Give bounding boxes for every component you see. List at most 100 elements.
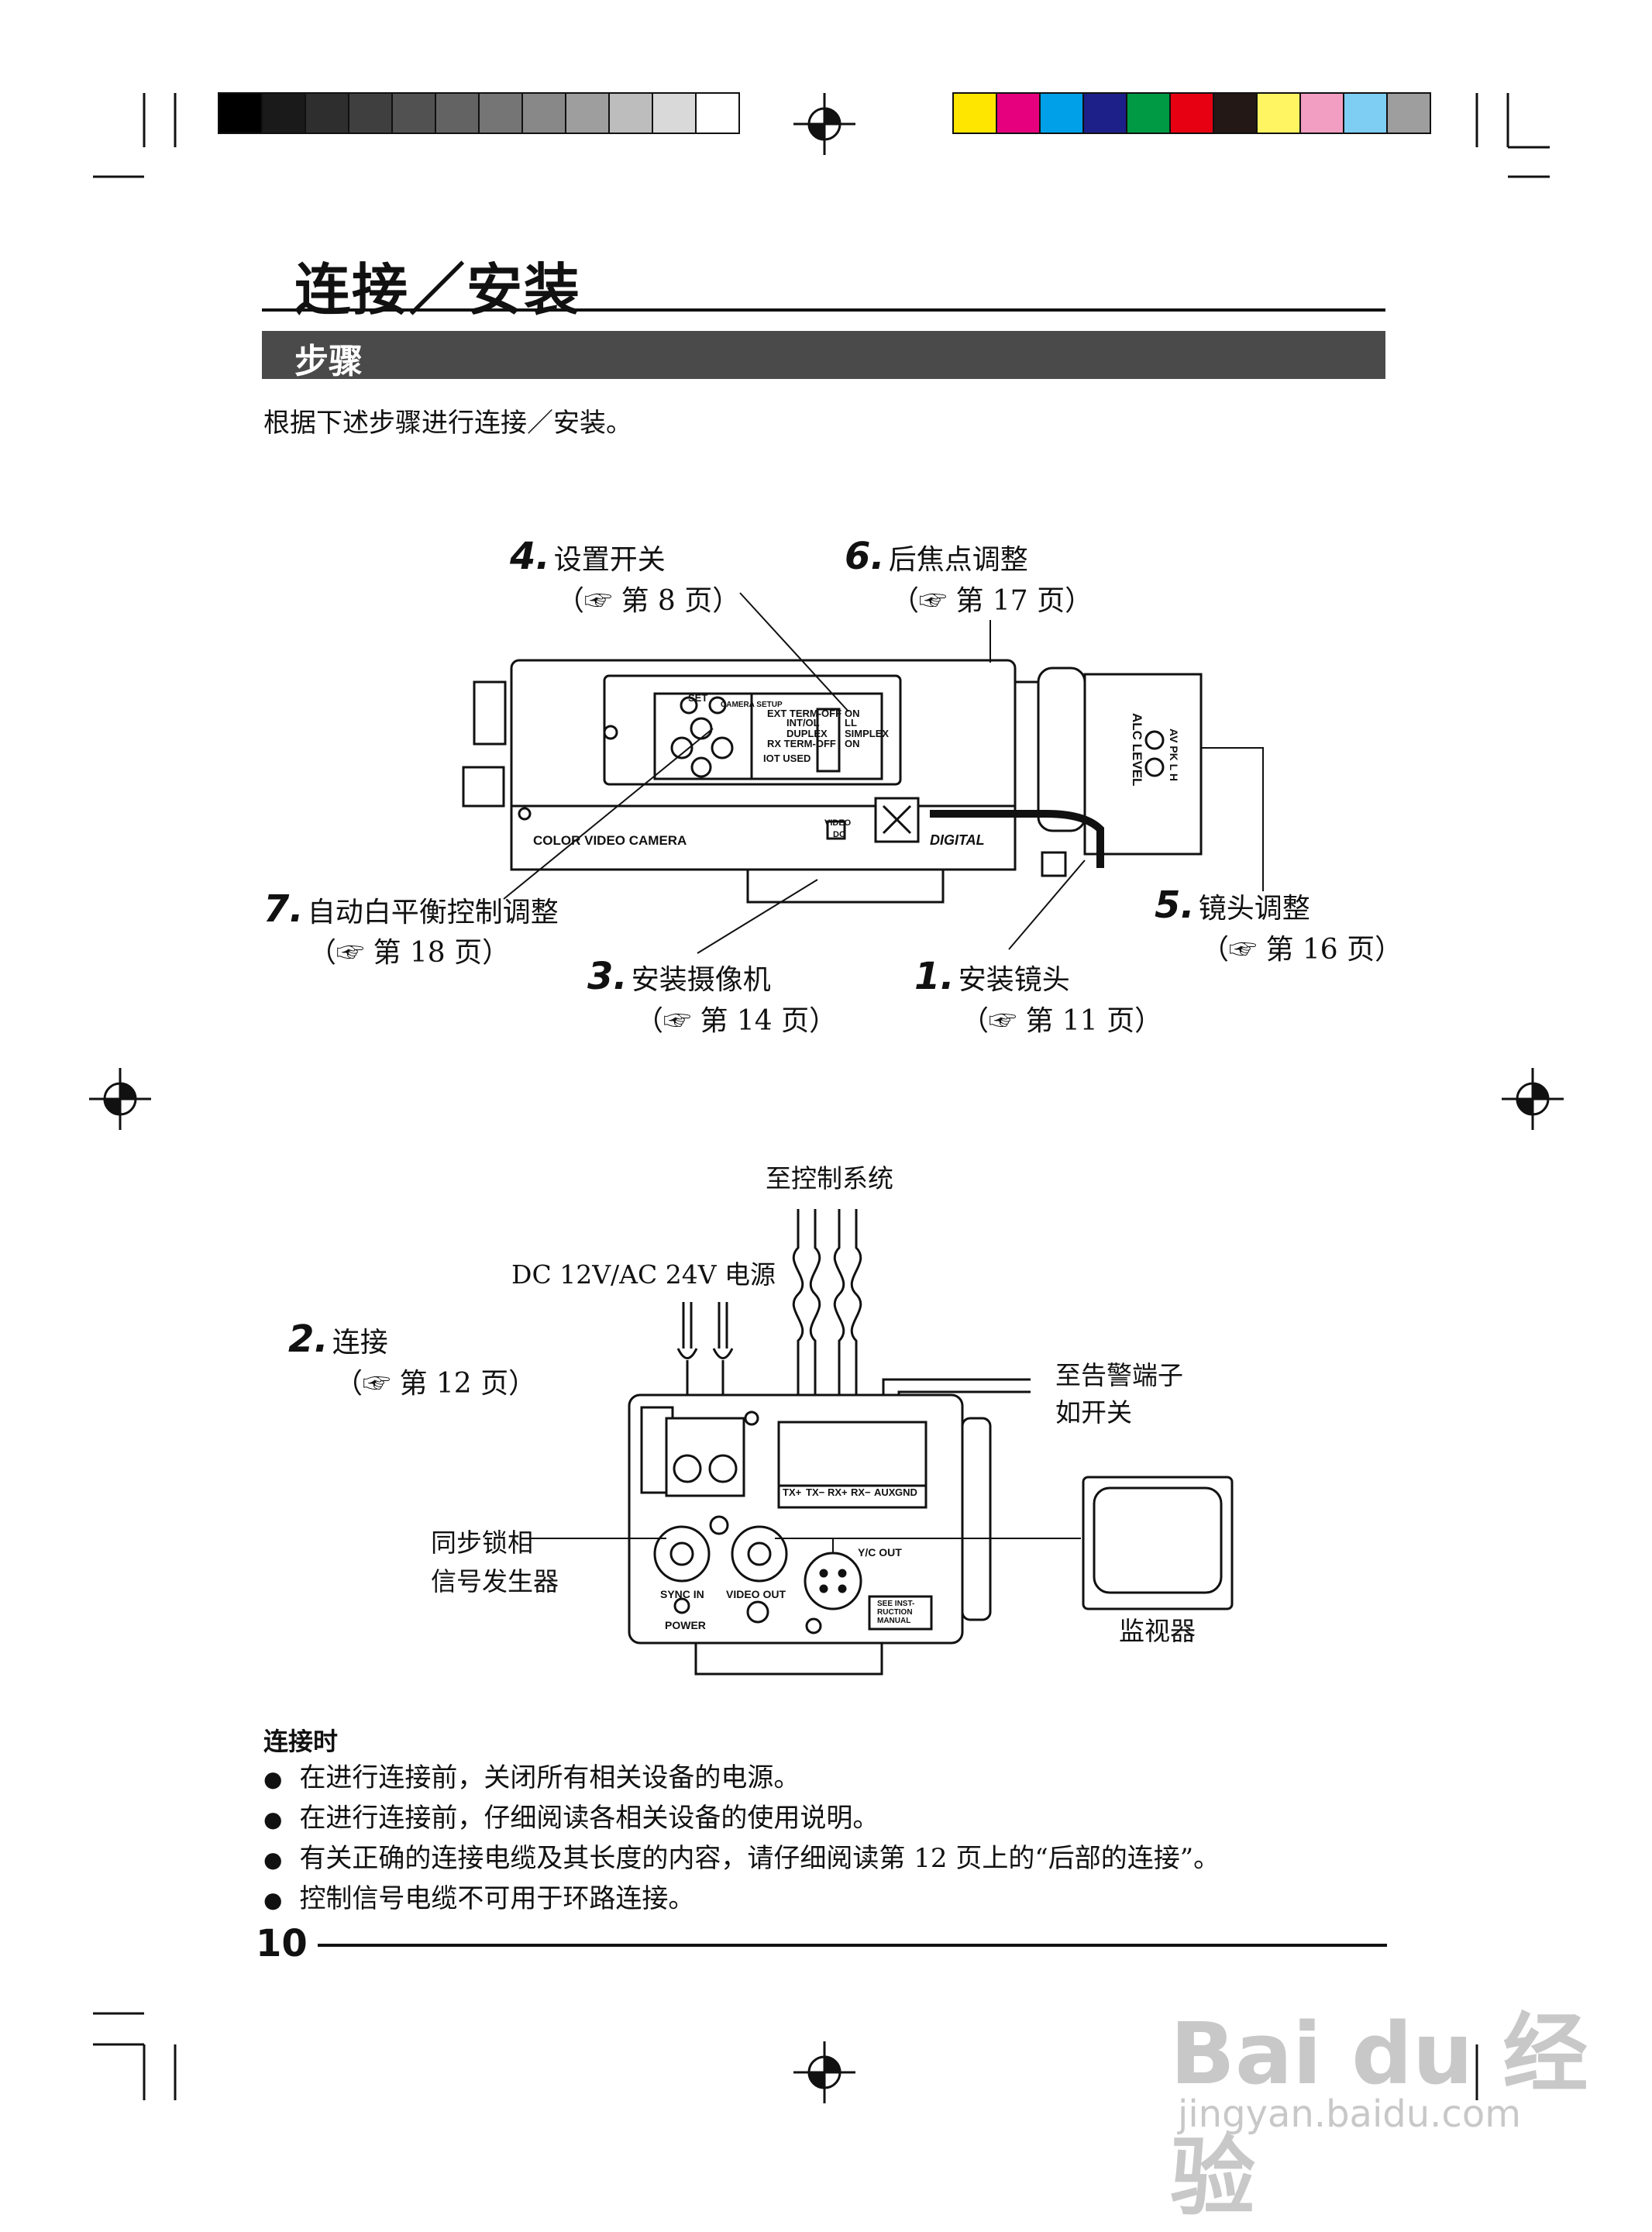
list-item: 在进行连接前，仔细阅读各相关设备的使用说明。 — [263, 1798, 1220, 1838]
sync-gen-label-2: 信号发生器 — [431, 1566, 559, 1596]
list-item: 控制信号电缆不可用于环路连接。 — [263, 1879, 1220, 1919]
rear-connector — [462, 766, 505, 808]
yc-out-connector — [804, 1552, 862, 1610]
to-control-label: 至控制系统 — [766, 1163, 893, 1194]
gray-swatch — [391, 92, 436, 134]
registration-target-top — [793, 93, 855, 155]
watermark-url: jingyan.baidu.com — [1178, 2092, 1521, 2136]
step-5-ref: （☞ 第 16 页） — [1201, 934, 1403, 966]
monitor-label: 监视器 — [1119, 1616, 1196, 1646]
video-out-label: VIDEO OUT — [726, 1588, 786, 1600]
gray-swatch — [435, 92, 480, 134]
switch-label: SIMPLEX — [845, 728, 889, 739]
watermark-logo: Bai du 经验 — [1170, 2004, 1588, 2227]
list-item: 在进行连接前，关闭所有相关设备的电源。 — [263, 1758, 1220, 1798]
color-swatch — [1343, 92, 1388, 134]
brand-text: DIGITAL — [930, 832, 985, 848]
color-swatch — [1126, 92, 1171, 134]
power-terminal — [665, 1417, 745, 1497]
lens-barrel — [1083, 673, 1203, 856]
color-swatch — [1082, 92, 1127, 134]
switch-label: ON — [845, 738, 860, 749]
terminal-label: RX− — [851, 1486, 871, 1498]
gray-swatch — [565, 92, 610, 134]
color-swatch — [952, 92, 997, 134]
set-label: SET — [688, 692, 707, 704]
dc-label: DC — [833, 830, 845, 839]
step-5: 5. 镜头调整 — [1155, 884, 1310, 927]
alarm-label-1: 至告警端子 — [1055, 1360, 1183, 1390]
terminal-label: RX+ — [828, 1486, 848, 1498]
registration-target-bottom — [793, 2041, 855, 2103]
control-terminal-block — [777, 1421, 928, 1487]
yc-out-label: Y/C OUT — [858, 1546, 902, 1559]
step-6-ref: （☞ 第 17 页） — [891, 585, 1093, 617]
section-bar — [262, 331, 1385, 379]
color-calibration-bar — [952, 92, 1431, 134]
alarm-label-2: 如开关 — [1055, 1397, 1132, 1428]
mount-base — [746, 868, 945, 904]
step-2: 2. 连接 — [288, 1318, 388, 1361]
switch-label: LL — [845, 717, 857, 728]
switch-label: ON — [845, 708, 860, 719]
step-4: 4. 设置开关 — [510, 535, 666, 578]
sync-gen-label-1: 同步锁相 — [431, 1528, 533, 1558]
alc-label: ALC LEVEL — [1130, 713, 1144, 786]
l-h-control — [1144, 757, 1165, 777]
rear-connector — [473, 680, 507, 746]
color-swatch — [1256, 92, 1301, 134]
manual-label-2: RUCTION — [877, 1608, 913, 1617]
registration-target-left — [89, 1068, 151, 1130]
manual-label-1: SEE INST- — [877, 1600, 914, 1608]
camera-setup-label: CAMERA SETUP — [721, 701, 783, 709]
terminal-label: TX− — [806, 1486, 825, 1498]
registration-target-right — [1502, 1068, 1564, 1130]
alc-marks: AV PK L H — [1168, 728, 1180, 781]
notes-list: 在进行连接前，关闭所有相关设备的电源。 在进行连接前，仔细阅读各相关设备的使用说… — [263, 1758, 1220, 1919]
color-swatch — [1299, 92, 1344, 134]
page-rule — [318, 1944, 1387, 1947]
model-text: COLOR VIDEO CAMERA — [533, 833, 687, 848]
gray-swatch — [695, 92, 740, 134]
step-7-ref: （☞ 第 18 页） — [308, 937, 511, 969]
intro-text: 根据下述步骤进行连接／安装。 — [263, 408, 632, 439]
step-6: 6. 后焦点调整 — [845, 535, 1028, 578]
page-number: 10 — [256, 1922, 308, 1965]
video-label: VIDEO — [824, 818, 852, 828]
manual-label-3: MANUAL — [877, 1617, 910, 1625]
av-pk-control — [1144, 730, 1165, 750]
terminal-label: AUX — [874, 1486, 896, 1498]
list-item: 有关正确的连接电缆及其长度的内容，请仔细阅读第 12 页上的“后部的连接”。 — [263, 1838, 1220, 1879]
gray-swatch — [261, 92, 306, 134]
step-7: 7. 自动白平衡控制调整 — [263, 887, 559, 931]
notes-heading: 连接时 — [263, 1727, 339, 1756]
color-swatch — [1386, 92, 1431, 134]
gray-swatch — [608, 92, 653, 134]
sync-in-label: SYNC IN — [660, 1588, 704, 1600]
gray-swatch — [478, 92, 523, 134]
gray-swatch — [305, 92, 349, 134]
terminal-label: GND — [895, 1486, 917, 1498]
power-source-label: DC 12V/AC 24V 电源 — [511, 1259, 776, 1290]
color-swatch — [996, 92, 1041, 134]
title-rule — [262, 308, 1385, 312]
step-2-ref: （☞ 第 12 页） — [335, 1368, 537, 1400]
page-title: 连接／安装 — [294, 257, 582, 322]
gray-calibration-bar — [218, 92, 740, 134]
step-3: 3. 安装摄像机 — [587, 955, 771, 998]
section-heading: 步骤 — [294, 342, 363, 381]
color-swatch — [1213, 92, 1258, 134]
gray-swatch — [521, 92, 566, 134]
step-1-ref: （☞ 第 11 页） — [961, 1005, 1163, 1037]
switch-label: DUPLEX — [786, 728, 828, 739]
step-3-ref: （☞ 第 14 页） — [635, 1005, 838, 1037]
step-4-ref: （☞ 第 8 页） — [556, 585, 741, 617]
terminal-label: TX+ — [783, 1486, 802, 1498]
gray-swatch — [218, 92, 263, 134]
step-1: 1. 安装镜头 — [914, 955, 1070, 998]
switch-label: INT/OL — [786, 717, 820, 728]
switch-label: EXT TERM-OFF — [767, 708, 841, 719]
